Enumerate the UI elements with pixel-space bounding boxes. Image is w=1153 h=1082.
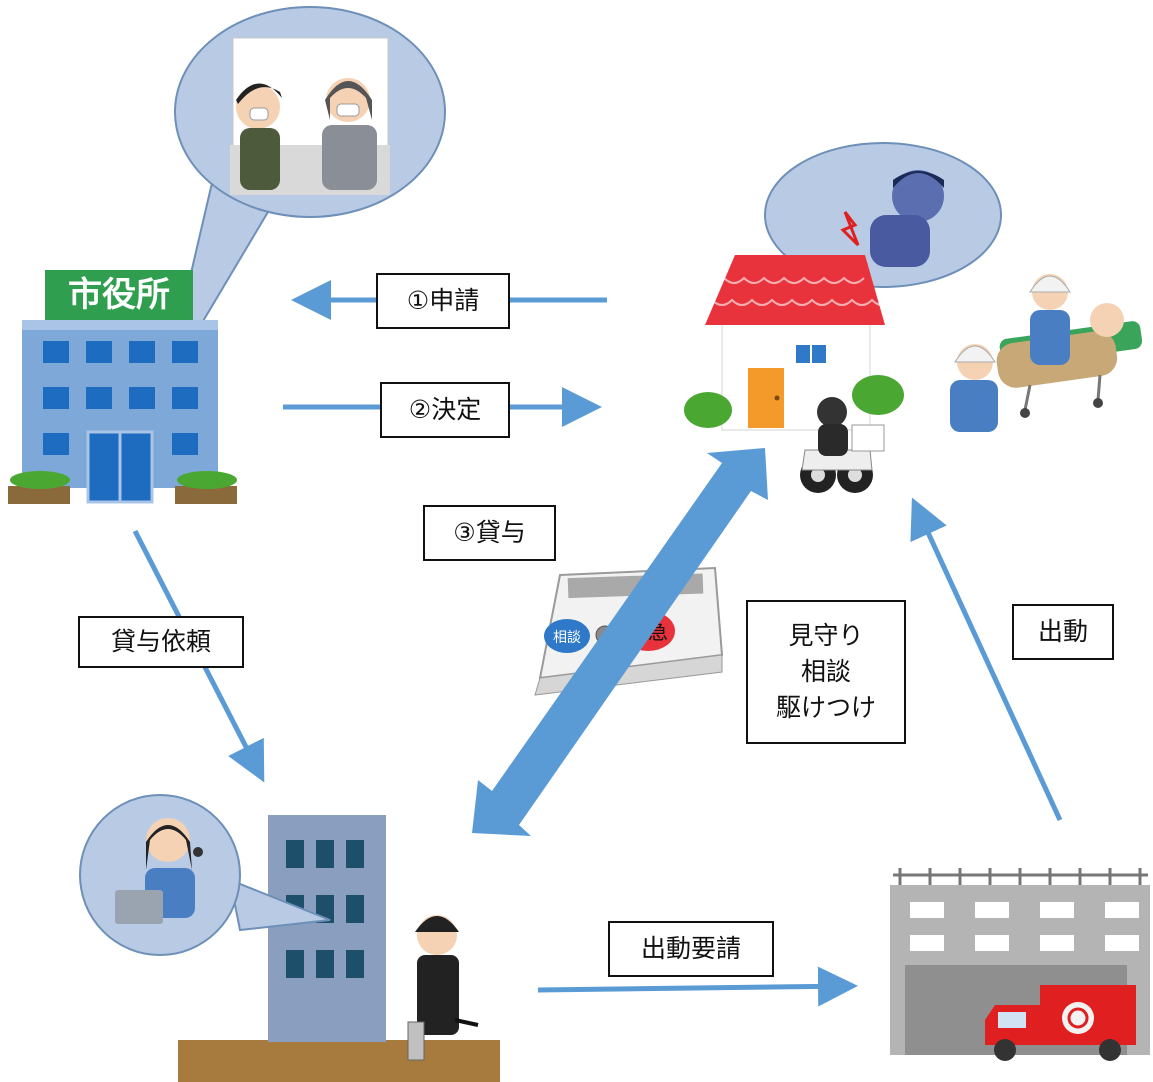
- city-hall-building: 市役所: [8, 270, 237, 504]
- operator-bubble: [79, 794, 331, 956]
- city-hall-sign: 市役所: [68, 275, 170, 315]
- arrow-dispatch-request: [537, 966, 858, 1007]
- arrow-dispatch: [910, 497, 1063, 822]
- house: [684, 255, 904, 431]
- consult-button-label: 相談: [553, 630, 581, 646]
- label-lend-request: 貸与依頼: [78, 616, 244, 668]
- label-watch-consult-rush: 見守り 相談 駆けつけ: [746, 600, 906, 744]
- ambulance-crew-stretcher-icon: [950, 274, 1143, 432]
- label-dispatch-request: 出動要請: [608, 921, 774, 977]
- label-dispatch: 出動: [1012, 604, 1114, 660]
- security-guard-icon: [407, 915, 479, 1061]
- arrow-lend-double: [472, 448, 768, 836]
- label-lend: ③貸与: [423, 505, 556, 561]
- label-apply: ①申請: [376, 273, 510, 329]
- security-company-building: [178, 815, 500, 1082]
- fire-truck-icon: [985, 985, 1136, 1061]
- city-hall-consultation-bubble: [164, 6, 446, 386]
- label-decide: ②決定: [380, 382, 510, 438]
- motorcycle-guard-icon: [800, 397, 885, 493]
